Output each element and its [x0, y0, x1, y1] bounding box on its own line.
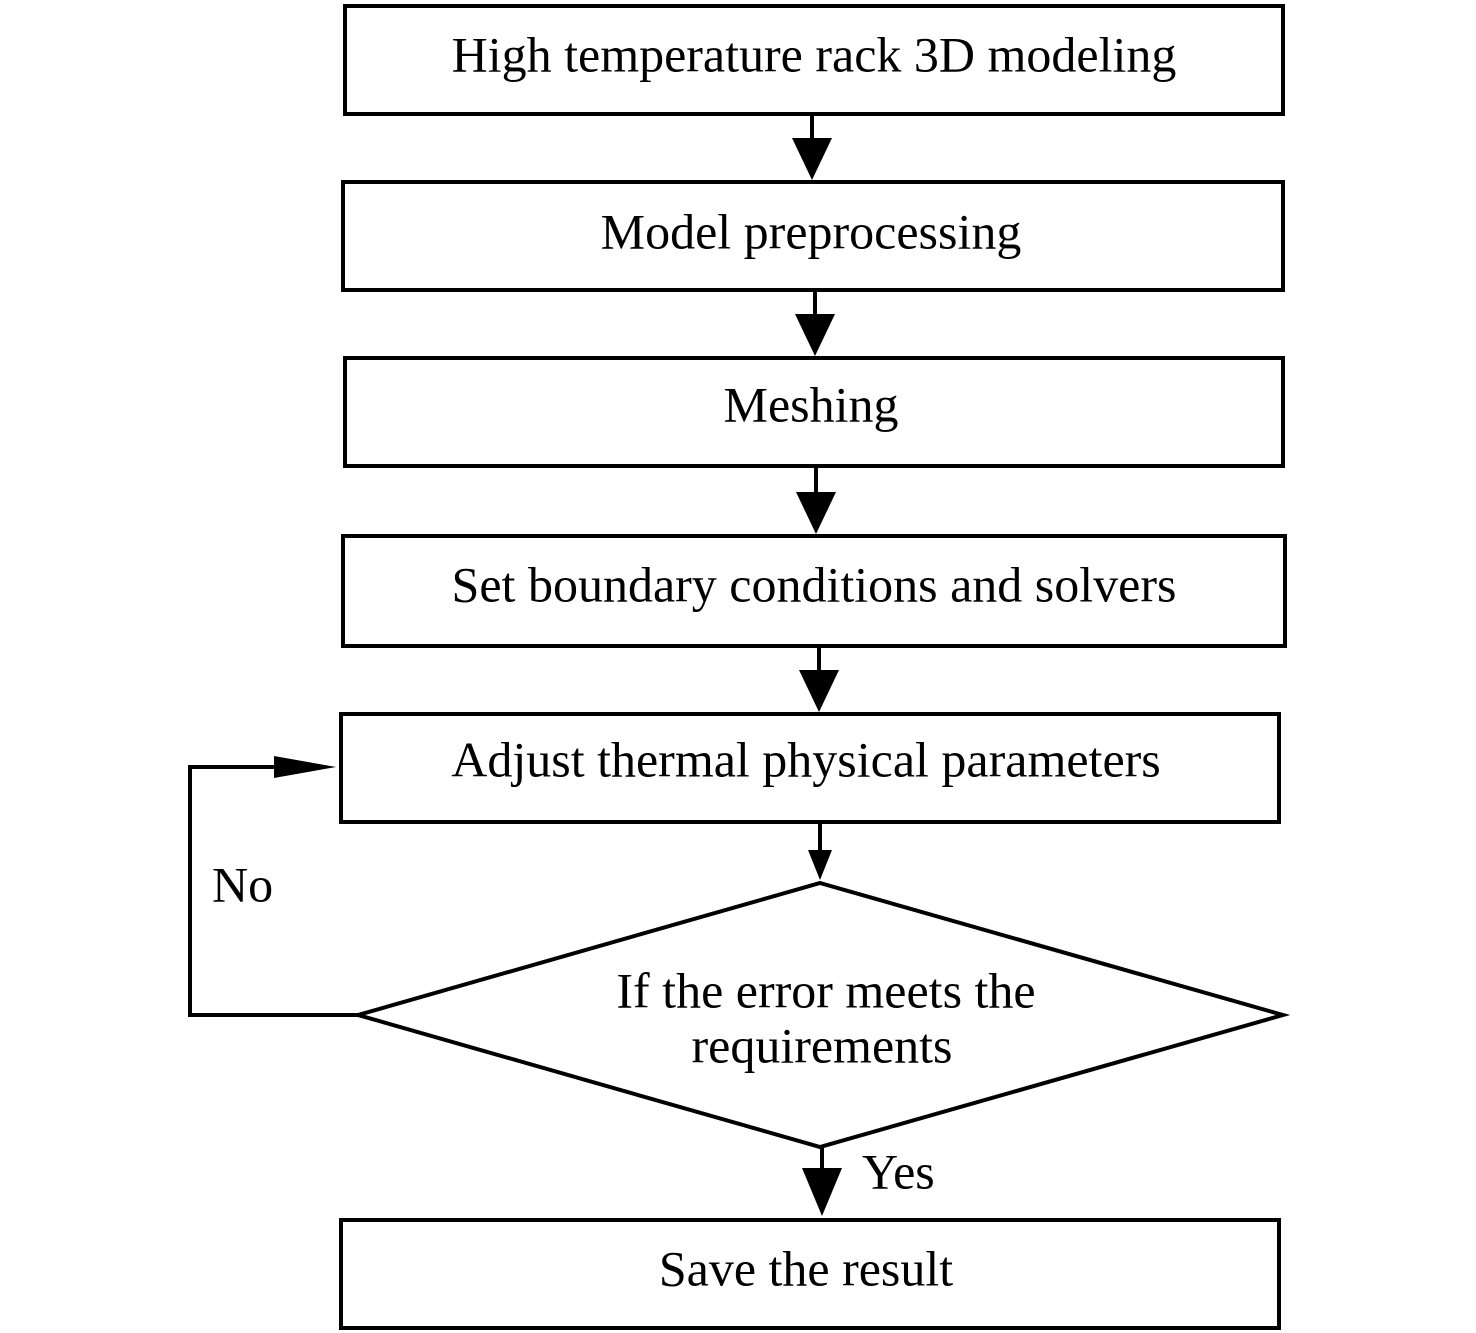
arrow-no-loop: [188, 756, 358, 1017]
step-box-save-result: Save the result: [339, 1218, 1281, 1330]
step-box-boundary-conditions: Set boundary conditions and solvers: [341, 534, 1287, 648]
step-box-modeling: High temperature rack 3D modeling: [343, 4, 1285, 116]
step-box-boundary-conditions-frame: [341, 534, 1287, 648]
step-label-save-result: Save the result: [659, 1240, 953, 1296]
decision-label-line-1: If the error meets the: [616, 962, 1035, 1018]
arrow-decision-to-save: [802, 1147, 842, 1216]
step-label-meshing: Meshing: [724, 376, 899, 432]
arrow-preprocessing-to-meshing: [795, 290, 835, 356]
decision-diamond: If the error meets the requirements: [350, 880, 1291, 1150]
arrow-adjust-to-decision: [808, 822, 832, 880]
step-box-adjust-parameters-frame: [339, 712, 1281, 824]
edge-label-yes: Yes: [862, 1143, 935, 1199]
arrow-boundary-to-adjust: [799, 646, 839, 712]
step-box-meshing-frame: [343, 356, 1285, 468]
step-label-boundary-conditions: Set boundary conditions and solvers: [452, 556, 1177, 612]
step-label-modeling: High temperature rack 3D modeling: [452, 26, 1177, 82]
step-box-modeling-frame: [343, 4, 1285, 116]
step-box-preprocessing: Model preprocessing: [341, 180, 1285, 292]
step-box-save-result-frame: [339, 1218, 1281, 1330]
step-label-adjust-parameters: Adjust thermal physical parameters: [451, 731, 1161, 787]
step-box-preprocessing-frame: [341, 180, 1285, 292]
arrow-modeling-to-preprocessing: [792, 114, 832, 180]
step-box-adjust-parameters: Adjust thermal physical parameters: [339, 712, 1281, 824]
arrow-meshing-to-boundary: [796, 466, 836, 534]
step-label-preprocessing: Model preprocessing: [601, 203, 1022, 259]
decision-label-line-2: requirements: [691, 1017, 952, 1073]
step-box-meshing: Meshing: [343, 356, 1285, 468]
edge-label-no: No: [212, 856, 273, 912]
